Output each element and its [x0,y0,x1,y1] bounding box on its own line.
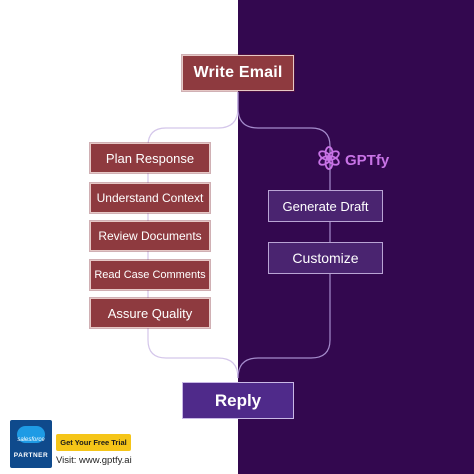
write-email-node: Write Email [182,55,294,91]
website-link[interactable]: Visit: www.gptfy.ai [56,455,132,466]
reply-node: Reply [182,382,294,419]
plan-response-step: Plan Response [90,143,210,173]
generate-draft-step: Generate Draft [268,190,383,222]
understand-context-step: Understand Context [90,183,210,213]
partner-label: PARTNER [13,452,49,459]
gptfy-logo: GPTfy [316,145,389,175]
review-documents-step: Review Documents [90,221,210,251]
gptfy-flower-icon [316,145,342,175]
read-case-comments-step: Read Case Comments [90,260,210,290]
connector-right-branch [237,92,331,379]
free-trial-button[interactable]: Get Your Free Trial [56,434,131,451]
assure-quality-step: Assure Quality [90,298,210,328]
customize-step: Customize [268,242,383,274]
salesforce-logo-text: salesforce [17,437,45,443]
salesforce-partner-badge: salesforce PARTNER [10,420,52,468]
salesforce-cloud-icon: salesforce [17,426,45,443]
gptfy-brand-name: GPTfy [345,151,390,169]
